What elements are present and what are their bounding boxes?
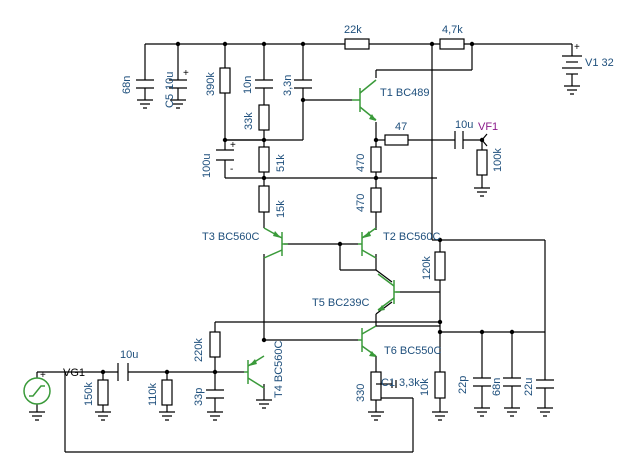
label-r330: 330 [355,384,367,402]
transistor-t1 [352,79,377,121]
label-r470a: 470 [355,154,367,172]
label-r390k: 390k [205,72,217,96]
label-t1: T1 BC489 [380,87,430,99]
label-vf1: VF1 [478,121,498,133]
label-r47: 47 [395,121,407,133]
label-c68n-bot: 68n [491,378,503,396]
label-c5-plus: + [183,68,189,79]
resistor-bodies [97,38,488,406]
label-t2: T2 BC560C [383,231,441,243]
label-t6: T6 BC550C [384,345,442,357]
label-r3k3: 3,3k [399,377,420,389]
battery-v1 [562,55,582,75]
output-probe-vf1 [481,133,488,147]
label-c100u-minus: - [230,164,233,175]
label-r22k: 22k [344,24,362,36]
label-c1: C1 [381,377,395,389]
label-v1-plus: + [574,42,580,53]
ground-symbols [29,85,580,421]
label-vg1-plus: + [40,370,46,381]
label-v1: V1 32 [585,57,614,69]
capacitor-plates [117,79,554,399]
label-c3n3: 3,3n [282,75,294,96]
label-c100u: 100u [201,154,213,178]
transistor-t4 [244,355,265,389]
signal-generator-vg1 [23,377,51,405]
transistor-t5 [377,273,400,311]
label-r150k: 150k [83,382,95,406]
label-r15k: 15k [275,200,287,218]
label-c10u-out: 10u [455,119,473,131]
label-r110k: 110k [147,382,159,406]
label-t3: T3 BC560C [202,231,260,243]
label-vg1: VG1 [63,367,85,379]
label-r100k: 100k [492,148,504,172]
label-c5-value: 10u [164,72,176,90]
wires [36,43,573,453]
label-r470b: 470 [355,194,367,212]
label-c33p: 33p [193,388,205,406]
label-c10n: 10n [242,76,254,94]
label-c68n-top: 68n [121,76,133,94]
label-r51k: 51k [275,154,287,172]
transistor-t2 [358,227,377,259]
transistor-t3 [263,227,288,259]
label-c5: C5 [164,94,176,108]
label-c100u-plus: + [230,140,236,151]
label-t5: T5 BC239C [312,297,370,309]
label-t4: T4 BC560C [273,340,285,398]
label-r120k: 120k [421,256,433,280]
label-r10k: 10k [419,378,431,396]
label-c22u: 22u [523,378,535,396]
transistor-t6 [358,325,377,357]
label-r4k7: 4,7k [442,24,463,36]
label-c22p: 22p [457,376,469,394]
label-c10u-in: 10u [120,349,138,361]
label-r33k: 33k [243,112,255,130]
junction-dots [100,41,515,401]
label-r220k: 220k [193,338,205,362]
